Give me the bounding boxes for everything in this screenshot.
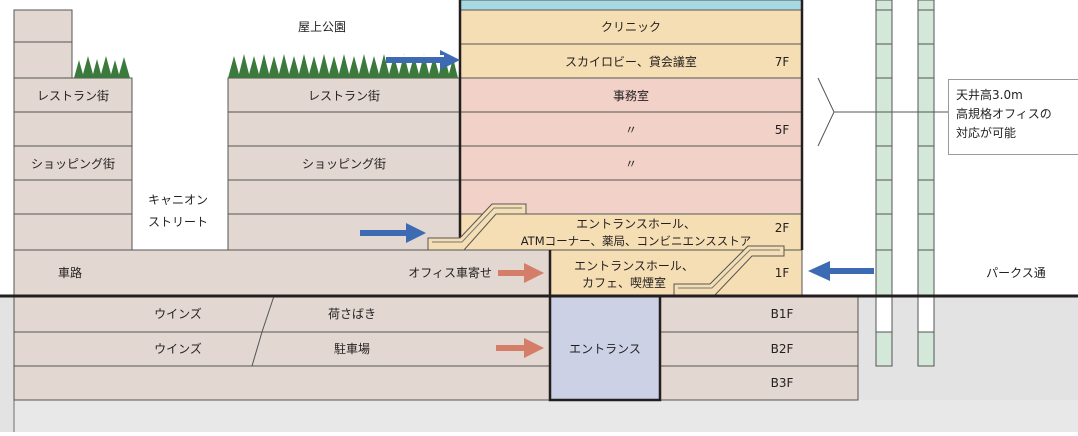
basement-entrance-core bbox=[548, 294, 662, 402]
label-b2: B2F bbox=[771, 342, 794, 356]
label-floor-1: 1F bbox=[775, 266, 790, 280]
bracket bbox=[817, 77, 835, 147]
label-b3: B3F bbox=[771, 376, 794, 390]
note-line-2: 高規格オフィスの bbox=[956, 107, 1052, 121]
left-block bbox=[13, 9, 133, 251]
label-hall-1f-1: エントランスホール、 bbox=[574, 259, 694, 273]
label-ditto-2: 〃 bbox=[625, 157, 637, 171]
label-office-dropoff: オフィス車寄せ bbox=[408, 265, 492, 280]
road-level bbox=[13, 249, 551, 297]
basement bbox=[13, 295, 859, 401]
label-restaurant-mid: レストラン街 bbox=[308, 89, 380, 103]
label-hall-2f-2: ATMコーナー、薬局、コンビニエンスストア bbox=[521, 234, 752, 248]
label-clinic: クリニック bbox=[601, 20, 661, 34]
trees-middle bbox=[228, 54, 458, 78]
arrow-blue-rooftop bbox=[386, 50, 460, 70]
label-hall-1f-2: カフェ、喫煙室 bbox=[582, 275, 666, 290]
label-canyon-2: ストリート bbox=[148, 215, 208, 229]
label-shopping-mid: ショッピング街 bbox=[302, 157, 386, 171]
label-b1: B1F bbox=[771, 307, 794, 321]
label-canyon-1: キャニオン bbox=[148, 193, 208, 207]
label-winds-1: ウインズ bbox=[154, 306, 202, 321]
label-loading: 荷さばき bbox=[328, 307, 376, 321]
label-floor-2: 2F bbox=[775, 221, 790, 235]
arrow-red-1f bbox=[498, 263, 544, 283]
middle-block bbox=[227, 77, 461, 251]
label-shopping-left: ショッピング街 bbox=[31, 157, 115, 171]
label-office: 事務室 bbox=[613, 88, 649, 103]
escalator-2f bbox=[427, 203, 527, 251]
label-floor-5: 5F bbox=[775, 123, 790, 137]
foundation bbox=[14, 400, 1078, 432]
arrow-red-b2 bbox=[496, 338, 544, 358]
label-restaurant-left: レストラン街 bbox=[37, 89, 109, 103]
label-entrance-b2: エントランス bbox=[569, 342, 641, 356]
label-rooftop-park: 屋上公園 bbox=[298, 20, 346, 34]
label-floor-7: 7F bbox=[775, 55, 790, 69]
ceiling-note: 天井高3.0m 高規格オフィスの 対応が可能 bbox=[948, 79, 1078, 155]
label-ditto-1: 〃 bbox=[625, 123, 637, 137]
label-park-street: パークス通 bbox=[986, 266, 1046, 280]
label-sky-lobby: スカイロビー、貸会議室 bbox=[565, 54, 697, 69]
label-road: 車路 bbox=[58, 265, 82, 280]
arrow-blue-1f bbox=[808, 261, 874, 281]
tower bbox=[459, 0, 803, 297]
note-line-1: 天井高3.0m bbox=[956, 88, 1023, 102]
label-hall-2f-1: エントランスホール、 bbox=[576, 217, 696, 231]
trees-left bbox=[74, 56, 130, 78]
label-winds-2: ウインズ bbox=[154, 341, 202, 356]
note-line-3: 対応が可能 bbox=[956, 126, 1017, 140]
label-parking: 駐車場 bbox=[334, 341, 370, 356]
arrow-blue-2f bbox=[360, 223, 426, 243]
escalator-1f bbox=[673, 245, 785, 297]
